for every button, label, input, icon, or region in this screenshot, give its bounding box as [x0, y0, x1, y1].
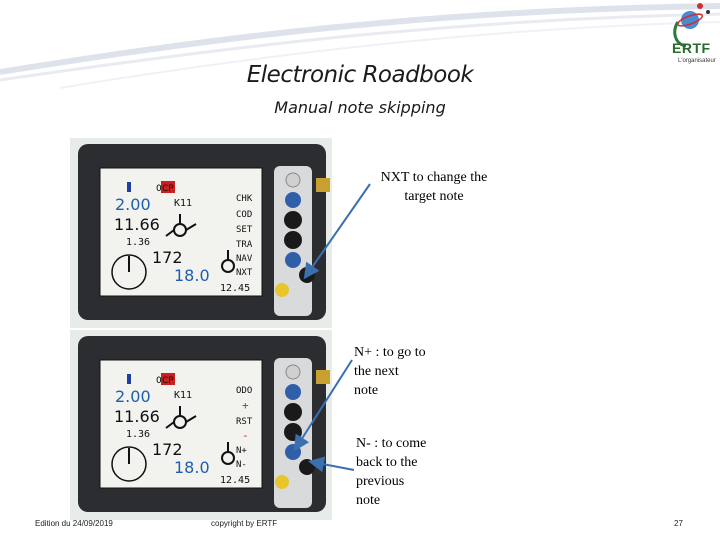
cp-badge: CP	[162, 184, 174, 194]
softkey-labels: CHK COD SET TRA NAV NXT	[236, 194, 253, 278]
side-button-4	[284, 423, 302, 441]
svg-text:-: -	[242, 429, 249, 442]
side-button-6	[299, 459, 315, 475]
svg-text:NAV: NAV	[236, 254, 253, 264]
side-button-5	[285, 252, 301, 268]
side-button-5	[285, 444, 301, 460]
speed: 18.0	[174, 266, 210, 285]
side-button-1	[285, 364, 301, 380]
k-label: K11	[174, 198, 192, 209]
small-distance: 1.36	[126, 237, 150, 248]
speed-top: 2.00	[115, 387, 151, 406]
footer-copyright: copyright by ERTF	[211, 519, 278, 528]
side-button-yellow	[275, 283, 289, 297]
speed-top: 2.00	[115, 195, 151, 214]
side-button-2	[285, 384, 301, 400]
svg-text:COD: COD	[236, 210, 252, 220]
svg-text:TRA: TRA	[236, 240, 253, 250]
svg-text:NXT: NXT	[236, 268, 253, 278]
side-button-6	[299, 267, 315, 283]
cp-badge: CP	[162, 376, 174, 386]
side-button-4	[284, 231, 302, 249]
page-title: Electronic Roadbook	[246, 62, 474, 88]
side-button-3	[284, 403, 302, 421]
time: 12.45	[220, 475, 250, 486]
svg-text:CHK: CHK	[236, 194, 253, 204]
k-label: K11	[174, 390, 192, 401]
distance: 11.66	[114, 407, 160, 426]
roadbook-device-bottom: 0 CP 2.00 K11 11.66 1.36 172 18.0 ODO + …	[70, 330, 332, 520]
side-button-yellow	[275, 475, 289, 489]
page-subtitle: Manual note skipping	[274, 98, 446, 117]
svg-text:SET: SET	[236, 225, 253, 235]
svg-text:0: 0	[156, 376, 162, 386]
svg-text:ODO: ODO	[236, 386, 252, 396]
heading: 172	[152, 248, 183, 267]
time: 12.45	[220, 283, 250, 294]
footer-edition: Edition du 24/09/2019	[35, 519, 113, 528]
svg-text:N+: N+	[236, 446, 247, 456]
footer-page-number: 27	[674, 519, 683, 528]
side-button-1	[285, 172, 301, 188]
softkey-labels: ODO + RST - N+ N-	[236, 386, 253, 470]
note-nxt: NXT to change the target note	[380, 170, 488, 204]
heading: 172	[152, 440, 183, 459]
ertf-logo	[673, 3, 710, 48]
roadbook-device-top: 0 CP 2.00 K11 11.66 1.36 172 18.0 CHK CO…	[70, 138, 332, 328]
small-distance: 1.36	[126, 429, 150, 440]
side-button-2	[285, 192, 301, 208]
svg-text:N-: N-	[236, 460, 247, 470]
side-button-3	[284, 211, 302, 229]
header-swoosh	[0, 3, 720, 89]
note-nplus: N+ : to go to the next note	[354, 345, 426, 398]
svg-text:0: 0	[156, 184, 162, 194]
note-nminus: N- : to come back to the previous note	[356, 436, 427, 508]
distance: 11.66	[114, 215, 160, 234]
svg-text:RST: RST	[236, 417, 253, 427]
svg-text:+: +	[242, 399, 249, 412]
speed: 18.0	[174, 458, 210, 477]
logo-name: ERTF	[672, 40, 711, 56]
logo-tagline: L'organisateur	[678, 58, 716, 64]
